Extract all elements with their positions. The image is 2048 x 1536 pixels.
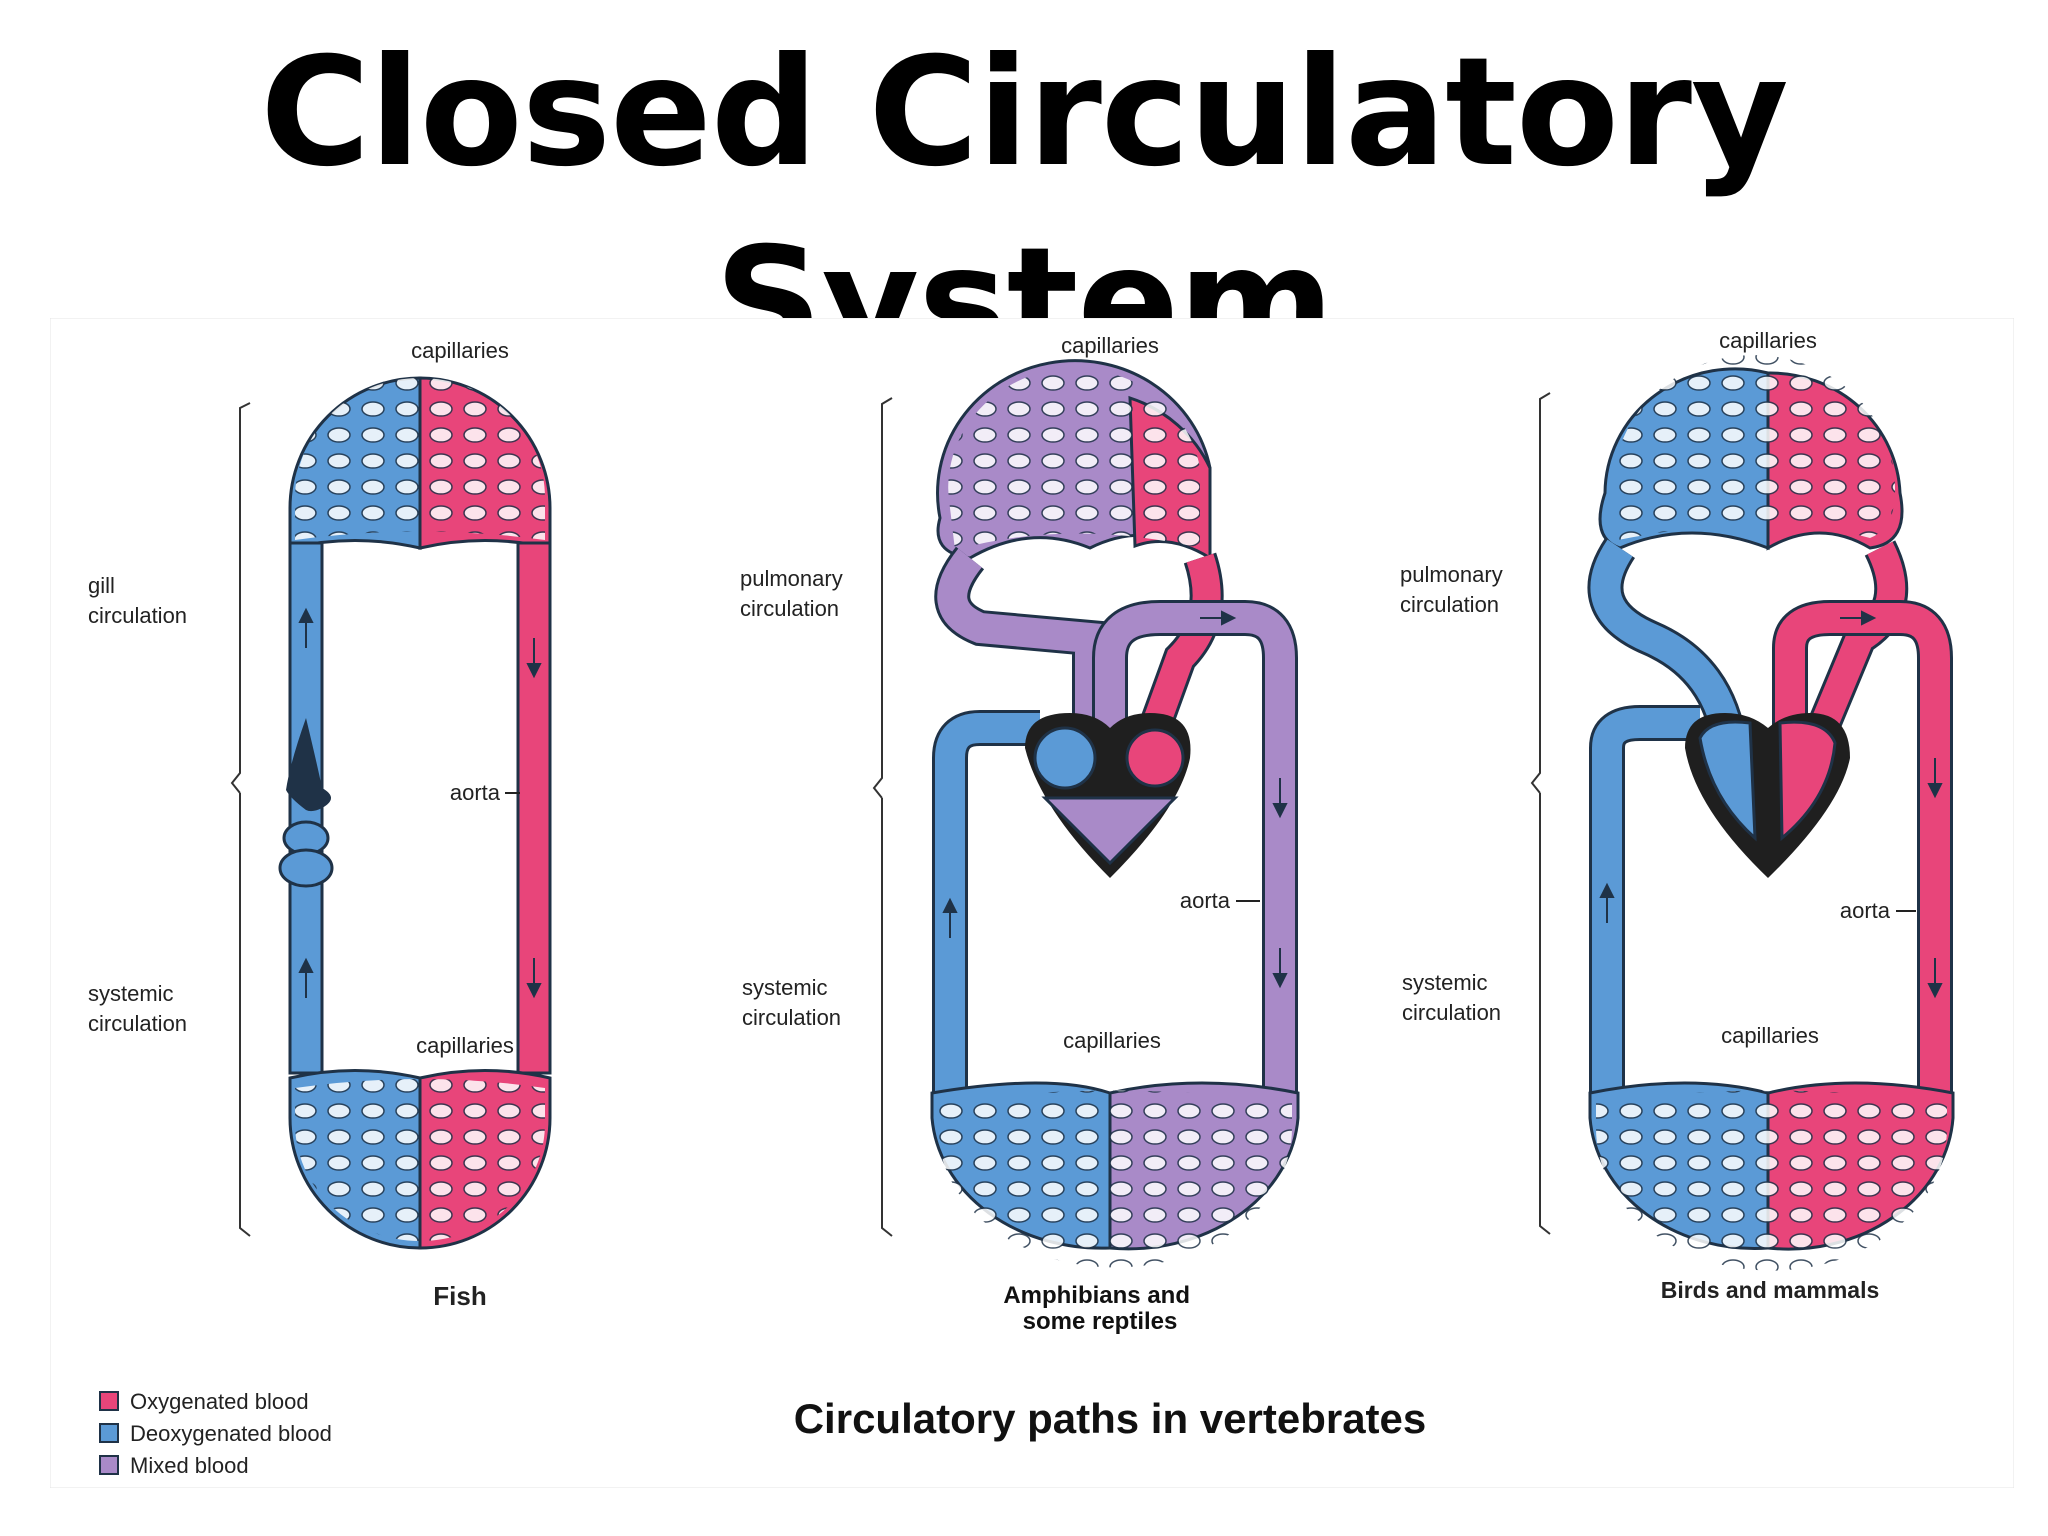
amphibian-aorta-label: aorta <box>1180 888 1231 913</box>
slide-title: Closed Circulatory System <box>260 26 1788 318</box>
legend-swatch-oxygenated <box>99 1391 119 1411</box>
circulatory-figure: capillaries capillaries aorta gill circu… <box>49 317 2015 1489</box>
legend-label-oxygenated: Oxygenated blood <box>130 1389 309 1414</box>
systemic-circulation-bracket-3 <box>1539 793 1551 1235</box>
mammal-pulmonary-circulation-label: pulmonary circulation <box>1400 562 1509 617</box>
mammal-systemic-circulation-label: systemic circulation <box>1402 970 1501 1025</box>
pulmonary-circulation-bracket-2 <box>872 397 893 799</box>
legend-swatch-deoxygenated <box>99 1423 119 1443</box>
mammal-panel: capillaries capillaries aorta pulmonary … <box>1400 328 1955 1303</box>
fish-systemic-circulation-label: systemic circulation <box>88 981 187 1036</box>
legend-swatch-mixed <box>99 1455 119 1475</box>
fish-capillaries-bottom-label: capillaries <box>416 1033 514 1058</box>
systemic-circulation-bracket <box>239 793 251 1237</box>
amphibian-panel-name: Amphibians and some reptiles <box>1003 1282 1196 1335</box>
mammal-panel-name: Birds and mammals <box>1661 1277 1880 1303</box>
amphibian-heart <box>1025 713 1191 878</box>
pulmonary-circulation-bracket-3 <box>1530 392 1551 794</box>
mammal-heart <box>1685 713 1850 878</box>
gill-circulation-label: gill circulation <box>88 573 187 628</box>
amphibian-capillaries-top-label: capillaries <box>1061 333 1159 358</box>
flow-arrows <box>298 607 542 999</box>
flow-arrows-3 <box>1599 610 1943 999</box>
amphibian-pulmonary-circulation-label: pulmonary circulation <box>740 566 849 621</box>
mammal-aorta-label: aorta <box>1840 898 1891 923</box>
flow-arrows-2 <box>942 610 1288 989</box>
figure-caption: Circulatory paths in vertebrates <box>794 1395 1427 1442</box>
systemic-circulation-bracket-2 <box>881 798 893 1237</box>
fish-capillaries-top-label: capillaries <box>411 338 509 363</box>
mammal-capillaries-top-label: capillaries <box>1719 328 1817 353</box>
circulatory-diagram: capillaries capillaries aorta gill circu… <box>49 317 2015 1489</box>
amphibian-capillaries-bottom-label: capillaries <box>1063 1028 1161 1053</box>
fish-heart <box>278 718 334 888</box>
gill-circulation-bracket <box>230 402 251 794</box>
fish-aorta-label: aorta <box>450 780 501 805</box>
blood-type-legend: Oxygenated blood Deoxygenated blood Mixe… <box>99 1389 332 1478</box>
amphibian-panel: capillaries capillaries aorta pulmonary … <box>740 333 1300 1335</box>
amphibian-systemic-circulation-label: systemic circulation <box>742 975 841 1030</box>
legend-label-mixed: Mixed blood <box>130 1453 249 1478</box>
mammal-capillaries-bottom-label: capillaries <box>1721 1023 1819 1048</box>
fish-panel-name: Fish <box>433 1281 486 1311</box>
legend-label-deoxygenated: Deoxygenated blood <box>130 1421 332 1446</box>
fish-panel: capillaries capillaries aorta gill circu… <box>88 338 552 1311</box>
